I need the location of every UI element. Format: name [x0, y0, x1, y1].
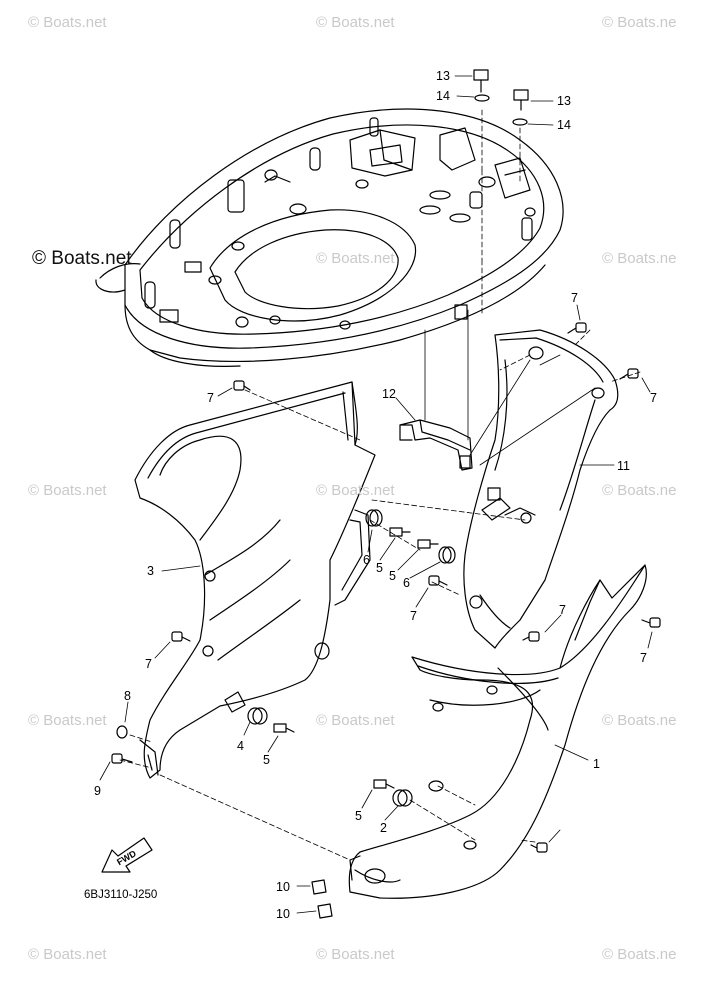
watermark: © Boats.ne	[602, 712, 677, 729]
watermark: © Boats.net	[316, 712, 395, 729]
callout-10: 10	[276, 880, 290, 894]
callout-13: 13	[436, 69, 450, 83]
watermark-dark: © Boats.net	[32, 248, 132, 269]
callout-7: 7	[640, 651, 647, 665]
watermark: © Boats.net	[28, 712, 107, 729]
watermark: © Boats.net	[316, 250, 395, 267]
callout-7: 7	[145, 657, 152, 671]
right-side-cover	[463, 329, 619, 649]
callout-5: 5	[355, 809, 362, 823]
callout-7: 7	[559, 603, 566, 617]
callout-7: 7	[571, 291, 578, 305]
callout-4: 4	[237, 739, 244, 753]
watermark: © Boats.ne	[602, 14, 677, 31]
callout-13: 13	[557, 94, 571, 108]
callout-6: 6	[403, 576, 410, 590]
callout-7: 7	[207, 391, 214, 405]
callout-7: 7	[410, 609, 417, 623]
callout-14: 14	[557, 118, 571, 132]
callout-1: 1	[593, 757, 600, 771]
watermark: © Boats.ne	[602, 482, 677, 499]
watermark: © Boats.net	[316, 946, 395, 963]
callout-2: 2	[380, 821, 387, 835]
watermark: © Boats.ne	[602, 946, 677, 963]
callout-5: 5	[376, 561, 383, 575]
front-lower-cover	[348, 564, 647, 899]
callout-5: 5	[263, 753, 270, 767]
bottom-cowling-tray	[95, 108, 564, 367]
watermark: © Boats.ne	[602, 250, 677, 267]
bracket	[399, 419, 473, 471]
fwd-label: FWD	[115, 848, 138, 867]
callout-8: 8	[124, 689, 131, 703]
callout-12: 12	[382, 387, 396, 401]
left-side-cover	[134, 381, 376, 779]
connector-lines	[424, 309, 596, 466]
watermark: © Boats.net	[28, 946, 107, 963]
callout-7: 7	[650, 391, 657, 405]
callout-leaders	[99, 75, 653, 914]
alignment-lines	[119, 109, 641, 861]
watermark: © Boats.net	[316, 14, 395, 31]
callout-11: 11	[617, 459, 630, 473]
callout-9: 9	[94, 784, 101, 798]
callout-5: 5	[389, 569, 396, 583]
callout-14: 14	[436, 89, 450, 103]
fwd-arrow-icon	[101, 837, 153, 873]
watermark: © Boats.net	[28, 14, 107, 31]
fasteners	[111, 69, 661, 919]
callout-6: 6	[363, 553, 370, 567]
callout-3: 3	[147, 564, 154, 578]
watermark: © Boats.net	[316, 482, 395, 499]
watermark: © Boats.net	[28, 482, 107, 499]
drawing-code: 6BJ3110-J250	[84, 889, 158, 901]
callout-10: 10	[276, 907, 290, 921]
